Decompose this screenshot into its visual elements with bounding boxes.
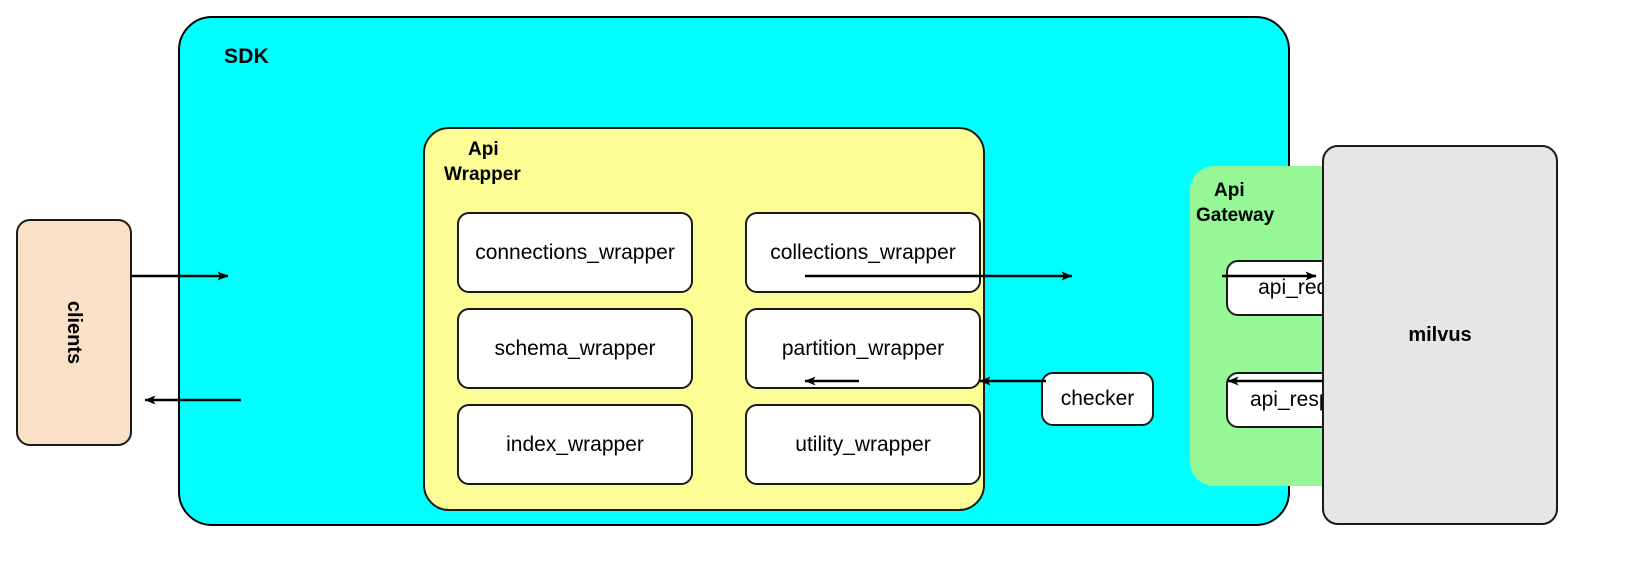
wrapper-cell-label: utility_wrapper [795, 432, 931, 456]
api-gateway-label-line1: Api [1214, 180, 1245, 201]
wrapper-cell-connections[interactable]: connections_wrapper [457, 212, 693, 293]
api-gateway-label: Api Gateway [1196, 178, 1364, 228]
milvus-label: milvus [1408, 323, 1472, 346]
clients-label: clients [63, 300, 86, 365]
api-wrapper-label-line2: Wrapper [444, 164, 521, 185]
sdk-container: SDK Api Wrapper connections_wrapper coll… [178, 16, 1418, 526]
wrapper-cell-label: schema_wrapper [494, 336, 656, 360]
milvus-box[interactable]: milvus [1322, 145, 1558, 525]
checker-label: checker [1060, 387, 1135, 410]
api-wrapper-container: Api Wrapper connections_wrapper collecti… [423, 127, 985, 511]
api-wrapper-label: Api Wrapper [444, 137, 598, 187]
wrapper-cell-schema[interactable]: schema_wrapper [457, 308, 693, 389]
checker-box[interactable]: checker [1041, 372, 1154, 426]
wrapper-cell-collections[interactable]: collections_wrapper [745, 212, 981, 293]
sdk-label: SDK [224, 45, 269, 68]
wrapper-cell-utility[interactable]: utility_wrapper [745, 404, 981, 485]
api-gateway-label-line2: Gateway [1196, 205, 1275, 226]
wrapper-cell-partition[interactable]: partition_wrapper [745, 308, 981, 389]
wrapper-cell-label: collections_wrapper [770, 240, 956, 264]
wrapper-cell-label: partition_wrapper [781, 336, 945, 360]
wrapper-cell-label: index_wrapper [506, 432, 644, 456]
api-wrapper-label-line1: Api [468, 139, 499, 160]
clients-box[interactable]: clients [16, 219, 132, 446]
wrapper-cell-index[interactable]: index_wrapper [457, 404, 693, 485]
wrapper-cell-label: connections_wrapper [475, 240, 675, 264]
